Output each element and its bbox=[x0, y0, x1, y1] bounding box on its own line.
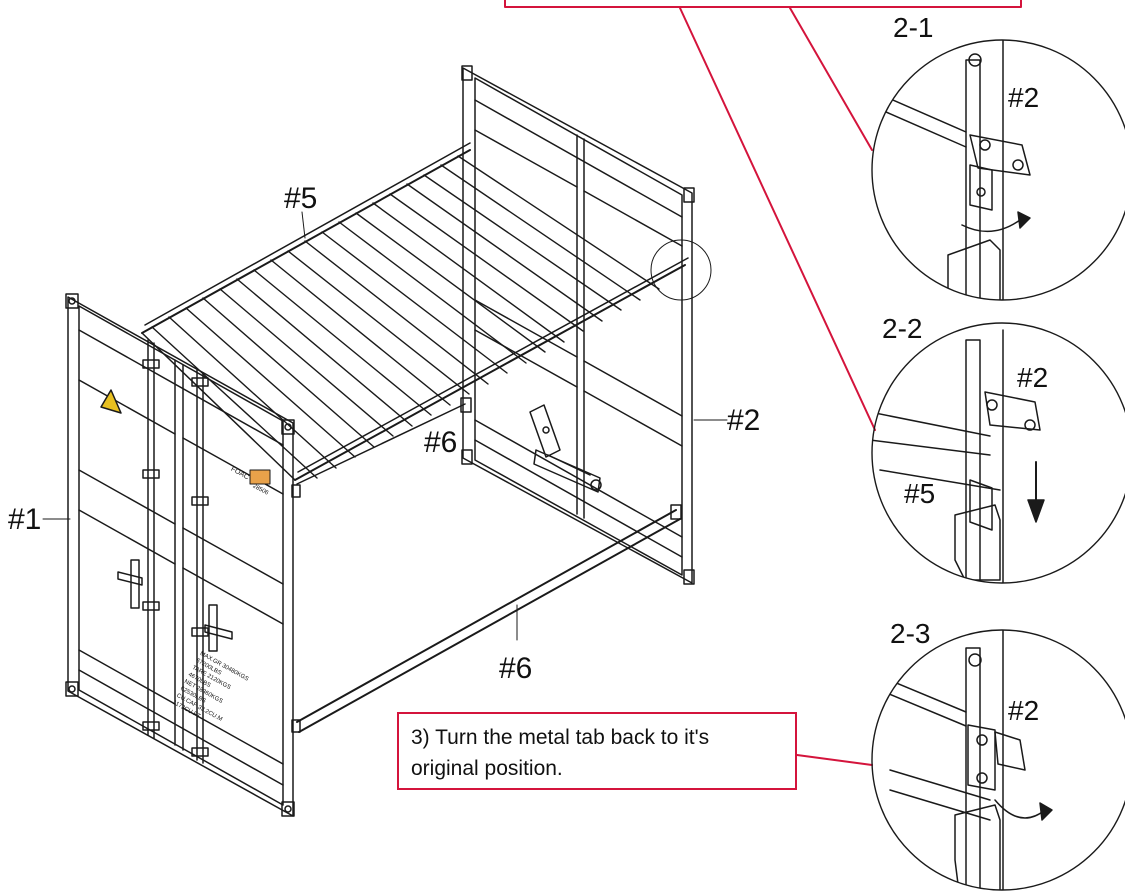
p5-leader bbox=[301, 211, 306, 239]
warning-sticker bbox=[100, 389, 122, 414]
detail-2-3 bbox=[871, 629, 1125, 891]
code-sticker bbox=[249, 469, 271, 485]
note-leader bbox=[796, 754, 873, 766]
detail1-label-p2: #2 bbox=[1008, 82, 1040, 113]
lower-bars bbox=[291, 397, 682, 733]
front-panel bbox=[65, 293, 295, 817]
part-label-p5: #5 bbox=[284, 182, 318, 215]
detail2-label-p2: #2 bbox=[1017, 362, 1049, 393]
step-title-2-1: 2-1 bbox=[893, 12, 934, 43]
detail-circle bbox=[650, 239, 712, 301]
callout-leader-b bbox=[789, 7, 873, 151]
instruction-note: 3) Turn the metal tab back to it's origi… bbox=[397, 712, 797, 790]
callout-leader-a bbox=[679, 7, 876, 431]
top-callout-box bbox=[504, 0, 1022, 8]
part-label-p2: #2 bbox=[727, 404, 761, 437]
detail-2-2 bbox=[871, 322, 1125, 584]
note-line-2: original position. bbox=[411, 757, 563, 780]
detail3-label-p2: #2 bbox=[1008, 695, 1040, 726]
part-label-p6-lower: #6 bbox=[499, 652, 533, 685]
detail-2-1 bbox=[871, 39, 1125, 301]
back-panel bbox=[461, 65, 695, 585]
step-title-2-3: 2-3 bbox=[890, 618, 931, 649]
part-label-p1: #1 bbox=[8, 503, 42, 536]
detail2-label-p5: #5 bbox=[904, 478, 936, 509]
roof-grid bbox=[141, 142, 689, 481]
step-title-2-2: 2-2 bbox=[882, 313, 923, 344]
note-line-1: 3) Turn the metal tab back to it's bbox=[411, 726, 710, 749]
back-bracket bbox=[529, 404, 602, 493]
part-label-p6-upper: #6 bbox=[424, 426, 458, 459]
